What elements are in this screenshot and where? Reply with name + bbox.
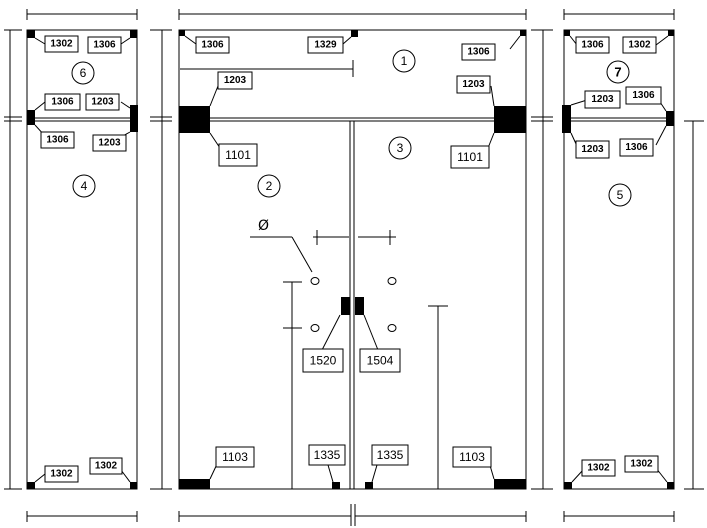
tag-c-bot-mid-right: 1335 [371, 444, 409, 466]
tag-l-mid-left: 1306 [44, 93, 81, 111]
tag-c-top-left: 1306 [195, 36, 230, 54]
door-details [180, 60, 448, 489]
panel-number-2: 2 [257, 174, 281, 198]
svg-text:1203: 1203 [462, 79, 485, 90]
tag-c-patch-right: 1101 [450, 145, 490, 169]
svg-text:1520: 1520 [310, 354, 337, 368]
svg-text:1302: 1302 [630, 459, 653, 470]
tag-c-bot-left: 1103 [215, 446, 255, 468]
tag-r-mid-low-left: 1203 [575, 140, 610, 159]
svg-text:1329: 1329 [314, 40, 337, 51]
tag-l-bot-left: 1302 [44, 465, 79, 483]
svg-text:1103: 1103 [222, 450, 248, 464]
svg-text:1302: 1302 [50, 469, 73, 480]
svg-text:1335: 1335 [377, 448, 404, 462]
hardware-fittings [27, 30, 674, 489]
svg-text:1302: 1302 [95, 461, 118, 472]
svg-text:1103: 1103 [459, 450, 485, 464]
svg-text:1: 1 [401, 54, 408, 68]
dimension-lines [4, 9, 704, 526]
tag-r-mid-low-right: 1306 [619, 138, 654, 157]
tag-c-top-mid: 1329 [307, 36, 344, 54]
svg-text:1203: 1203 [581, 144, 604, 155]
svg-text:1203: 1203 [91, 97, 114, 108]
svg-text:1203: 1203 [224, 75, 247, 86]
svg-text:5: 5 [617, 188, 624, 202]
panel-outlines [26, 29, 675, 490]
panel-number-4: 4 [72, 174, 96, 198]
tag-r-bot-left: 1302 [581, 459, 616, 477]
tag-r-top-left: 1306 [575, 36, 610, 54]
tag-c-upper-left: 1203 [217, 71, 253, 90]
svg-text:1302: 1302 [628, 40, 651, 51]
panel-number-5: 5 [608, 183, 632, 207]
tag-l-bot-right: 1302 [89, 457, 123, 475]
tag-c-patch-left: 1101 [218, 143, 258, 167]
svg-text:1203: 1203 [98, 138, 121, 149]
svg-text:1306: 1306 [93, 40, 116, 51]
tag-c-lock-left: 1520 [302, 348, 344, 373]
tag-l-top-left: 1302 [44, 35, 79, 53]
svg-text:1306: 1306 [581, 40, 604, 51]
svg-text:3: 3 [397, 141, 404, 155]
tag-r-top-right: 1302 [622, 36, 657, 54]
tag-c-top-right: 1306 [461, 43, 496, 61]
panel-number-6: 6 [71, 61, 95, 85]
svg-text:1101: 1101 [225, 148, 251, 162]
tag-r-mid-right: 1306 [625, 86, 662, 105]
svg-text:1302: 1302 [587, 463, 610, 474]
svg-text:1101: 1101 [457, 150, 483, 164]
svg-text:1335: 1335 [314, 448, 341, 462]
panel-number-7: 7 [606, 60, 630, 84]
leader-lines [34, 35, 669, 483]
svg-text:1306: 1306 [51, 97, 74, 108]
diameter-symbol: Ø [258, 218, 269, 234]
tag-l-mid-low-right: 1203 [92, 134, 127, 152]
tag-r-bot-right: 1302 [624, 455, 659, 473]
svg-text:1306: 1306 [625, 142, 648, 153]
tag-r-mid-left: 1203 [584, 90, 621, 109]
svg-text:2: 2 [266, 179, 273, 193]
svg-text:1306: 1306 [46, 135, 69, 146]
svg-text:1203: 1203 [591, 94, 614, 105]
svg-text:1504: 1504 [367, 354, 394, 368]
svg-text:7: 7 [614, 65, 621, 80]
tag-c-bot-mid-left: 1335 [308, 444, 346, 466]
panel-number-3: 3 [388, 136, 412, 160]
svg-text:1306: 1306 [467, 47, 490, 58]
svg-text:4: 4 [81, 179, 88, 193]
svg-text:1306: 1306 [201, 40, 224, 51]
tag-l-top-right: 1306 [87, 36, 122, 54]
tag-c-upper-right: 1203 [456, 75, 491, 94]
tag-c-lock-right: 1504 [359, 348, 401, 373]
tag-l-mid-low-left: 1306 [40, 131, 75, 149]
svg-text:6: 6 [80, 66, 87, 80]
svg-text:1302: 1302 [50, 39, 73, 50]
tag-l-mid-right: 1203 [85, 93, 120, 111]
panel-number-1: 1 [392, 49, 416, 73]
tag-c-bot-right: 1103 [452, 446, 492, 468]
svg-text:1306: 1306 [632, 90, 655, 101]
